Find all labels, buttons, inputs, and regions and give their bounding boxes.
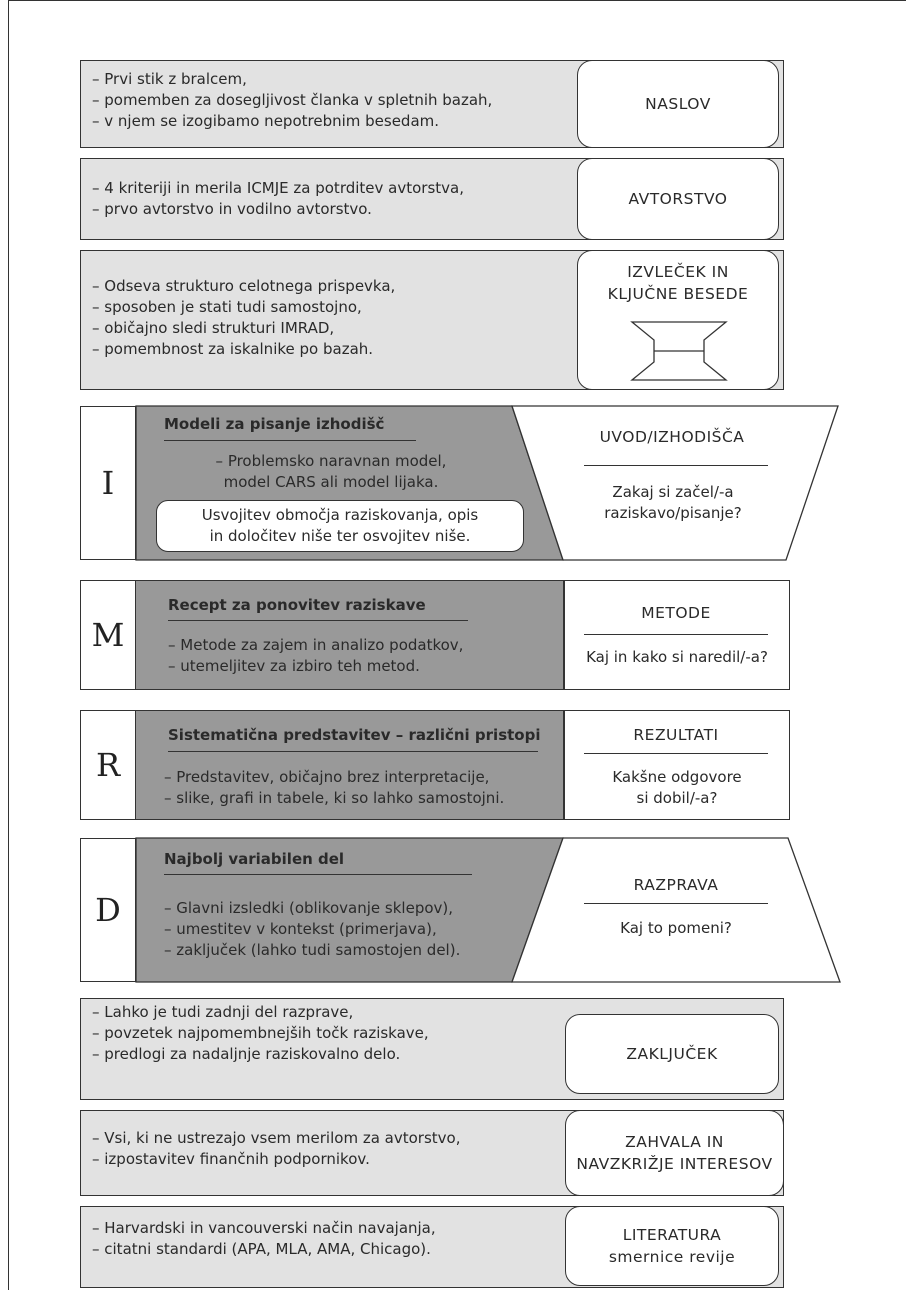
metode-heading-rule — [168, 620, 468, 621]
zakljucek-label: ZAKLJUČEK — [565, 1014, 779, 1094]
naslov-label: NASLOV — [577, 60, 779, 148]
izvlecek-label-text: IZVLEČEK IN KLJUČNE BESEDE — [607, 263, 749, 303]
rezultati-text: – Predstavitev, običajno brez interpreta… — [164, 768, 505, 807]
uvod-title: UVOD/IZHODIŠČA — [599, 428, 745, 446]
razprava-title-rule — [584, 903, 768, 904]
uvod-heading-rule — [164, 440, 416, 441]
zahvala-text: – Vsi, ki ne ustrezajo vsem merilom za a… — [92, 1129, 461, 1168]
metode-heading: Recept za ponovitev raziskave — [168, 596, 426, 614]
razprava-heading-rule — [164, 874, 472, 875]
rezultati-heading: Sistematična predstavitev – različni pri… — [168, 726, 541, 744]
zakljucek-text: – Lahko je tudi zadnji del razprave, – p… — [92, 1003, 429, 1063]
uvod-letter: I — [80, 406, 136, 560]
rezultati-letter: R — [80, 710, 136, 820]
metode-title-box — [564, 580, 790, 690]
rezultati-title: REZULTATI — [633, 726, 719, 744]
page-frame — [8, 0, 906, 1290]
uvod-title-rule — [584, 465, 768, 466]
metode-title-rule — [584, 634, 768, 635]
uvod-heading: Modeli za pisanje izhodišč — [164, 415, 385, 433]
metode-question: Kaj in kako si naredil/-a? — [586, 648, 768, 666]
rezultati-question: Kakšne odgovore si dobil/-a? — [612, 768, 742, 807]
avtorstvo-label: AVTORSTVO — [577, 158, 779, 240]
metode-letter: M — [80, 580, 136, 690]
izvlecek-text: – Odseva strukturo celotnega prispevka, … — [92, 277, 396, 358]
metode-dark-panel — [136, 580, 564, 690]
naslov-text: – Prvi stik z bralcem, – pomemben za dos… — [92, 70, 493, 130]
uvod-text: – Problemsko naravnan model, model CARS … — [215, 452, 447, 491]
razprava-question: Kaj to pomeni? — [620, 919, 732, 937]
literatura-text: – Harvardski in vancouverski način navaj… — [92, 1219, 436, 1258]
razprava-title: RAZPRAVA — [633, 876, 719, 894]
zahvala-label: ZAHVALA IN NAVZKRIŽJE INTERESOV — [565, 1110, 784, 1196]
uvod-question: Zakaj si začel/-a raziskavo/pisanje? — [604, 483, 742, 522]
avtorstvo-text: – 4 kriteriji in merila ICMJE za potrdit… — [92, 179, 464, 218]
razprava-heading: Najbolj variabilen del — [164, 850, 345, 868]
rezultati-title-box — [564, 710, 790, 820]
metode-title: METODE — [641, 604, 711, 622]
metode-text: – Metode za zajem in analizo podatkov, –… — [168, 636, 464, 675]
razprava-letter: D — [80, 838, 136, 982]
rezultati-title-rule — [584, 753, 768, 754]
razprava-text: – Glavni izsledki (oblikovanje sklepov),… — [164, 899, 461, 959]
rezultati-dark-panel — [136, 710, 564, 820]
rezultati-heading-rule — [168, 751, 538, 752]
uvod-pill: Usvojitev območja raziskovanja, opis in … — [156, 500, 524, 552]
literatura-label: LITERATURA smernice revije — [565, 1206, 779, 1286]
